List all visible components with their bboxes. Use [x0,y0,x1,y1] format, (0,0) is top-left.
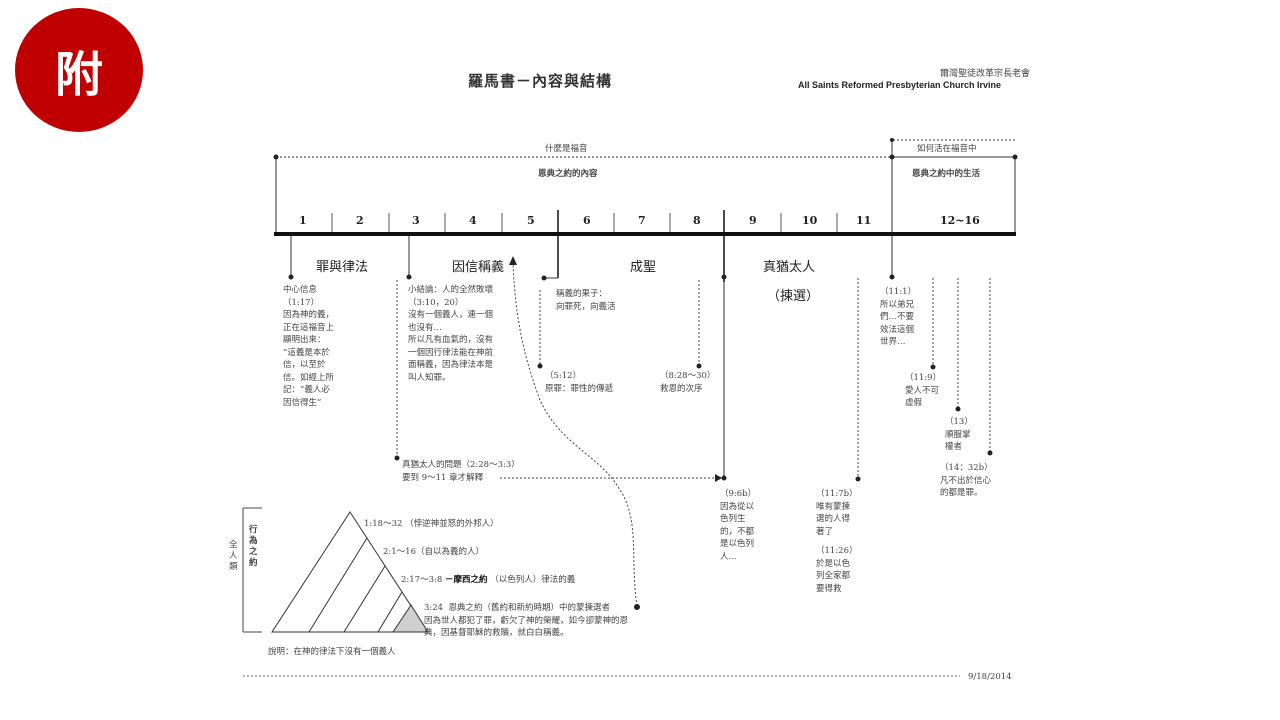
triangle-level-2: 2:1～16（自以為義的人） [383,547,484,557]
appendix-badge: 附 [15,8,143,132]
band-covenant-content: 恩典之約的內容 [538,169,598,179]
section-sin-and-law: 罪與律法 [316,260,369,275]
chapter-8: 8 [693,214,701,227]
note-order-of-salvation: （8:28～30） 救恩的次序 [660,371,716,394]
triangle-level-1: 1:18～32 （悖逆神並怒的外邦人） [364,519,499,529]
chapter-9: 9 [749,214,757,227]
note-romans-11-26: （11:26） 於是以色 列全家都 要得救 [816,546,858,594]
section-true-jew: 真猶太人 [763,260,816,275]
church-name-en: All Saints Reformed Presbyterian Church … [798,80,1002,90]
note-romans-9-6b: （9:6b） 因為從以 色列生 的，不都 是以色列 人… [720,489,757,562]
note-romans-12-9: （11:9） 愛人不可 虛假 [905,373,942,408]
footer-date: 9/18/2014 [968,672,1012,682]
band-covenant-life: 恩典之約中的生活 [912,169,981,179]
note-true-jew-problem: 真猶太人的問題（2:28～3:3） 要到 9～11 章才解釋 [402,460,520,483]
note-romans-14-23b: （14：32b） 凡不出於信心 的都是罪。 [940,463,993,498]
chapter-2: 2 [356,214,364,227]
chapter-6: 6 [583,214,591,227]
triangle-caption: 說明：在神的律法下沒有一個義人 [268,647,396,657]
chapter-1: 1 [299,214,307,227]
section-justification: 因信稱義 [452,260,505,275]
chapter-11: 11 [856,214,872,227]
triangle-level-3: 2:17～3:8 －摩西之約 （以色列人）律法的義 [401,575,576,585]
chapter-4: 4 [469,214,477,227]
note-romans-11-7b: （11:7b） 唯有蒙揀 選的人得 著了 [816,489,858,537]
chapter-12-16: 12~16 [940,214,980,227]
note-central-message: 中心信息 （1:17） 因為神的義， 正在這福音上 顯明出來： “這義是本於 信… [283,285,335,408]
page-title: 羅馬書－內容與結構 [468,72,613,90]
chapter-10: 10 [802,214,818,227]
note-original-sin: （5:12） 原罪：罪性的傳遞 [545,371,614,394]
chapter-3: 3 [412,214,420,227]
note-total-depravity: 小結論：人的全然敗壞 （3:10，20） 沒有一個義人，連一個 也沒有… 所以凡… [408,285,494,383]
triangle-level-4: 3:24 恩典之約（舊約和新約時期）中的蒙揀選者 因為世人都犯了罪，虧欠了神的榮… [424,603,629,638]
all-mankind-label: 全人類 [229,540,238,572]
note-fruit-of-justification: 稱義的果子： 向罪死，向義活 [556,289,616,312]
church-name-zh: 爾灣聖徒改革宗長老會 [940,69,1031,79]
chapter-7: 7 [638,214,646,227]
section-sanctification: 成聖 [630,260,657,275]
note-romans-12-1: （11:1） 所以弟兄 們…不要 效法這個 世界… [880,287,917,347]
chapter-5: 5 [527,214,535,227]
note-romans-13: （13） 順服掌 權者 [945,417,973,452]
band-what-is-gospel: 什麼是福音 [545,144,588,154]
band-living-in-gospel: 如何活在福音中 [917,144,977,154]
section-election: （揀選） [767,289,820,304]
covenant-of-works-label: 行為之約 [249,525,258,568]
